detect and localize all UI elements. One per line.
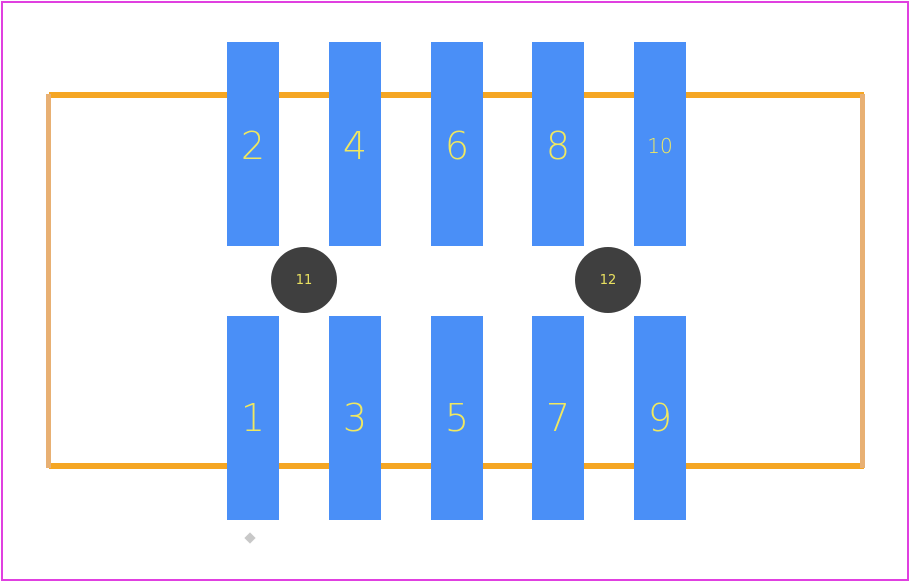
pad-label: 2 <box>240 124 266 168</box>
pad-label: 4 <box>342 124 368 168</box>
hole-12[interactable]: 12 <box>575 247 641 313</box>
pad-label: 5 <box>444 396 470 440</box>
hole-11[interactable]: 11 <box>271 247 337 313</box>
pad-5[interactable]: 5 <box>431 316 483 520</box>
pad-6[interactable]: 6 <box>431 42 483 246</box>
pad-1[interactable]: 1 <box>227 316 279 520</box>
outline-right <box>860 94 865 468</box>
pad-4[interactable]: 4 <box>329 42 381 246</box>
pad-2[interactable]: 2 <box>227 42 279 246</box>
pad-7[interactable]: 7 <box>532 316 584 520</box>
pad-3[interactable]: 3 <box>329 316 381 520</box>
hole-label: 12 <box>599 272 617 288</box>
pad-9[interactable]: 9 <box>634 316 686 520</box>
pad-8[interactable]: 8 <box>532 42 584 246</box>
pad-10[interactable]: 10 <box>634 42 686 246</box>
pad-label: 6 <box>444 124 470 168</box>
pad-label: 1 <box>240 396 266 440</box>
pad-label: 8 <box>545 124 571 168</box>
pad-label: 7 <box>545 396 571 440</box>
pad-label: 3 <box>342 396 368 440</box>
pad-label: 9 <box>647 396 673 440</box>
hole-label: 11 <box>295 272 313 288</box>
pad-label: 10 <box>647 134 673 158</box>
outline-left <box>46 94 51 468</box>
